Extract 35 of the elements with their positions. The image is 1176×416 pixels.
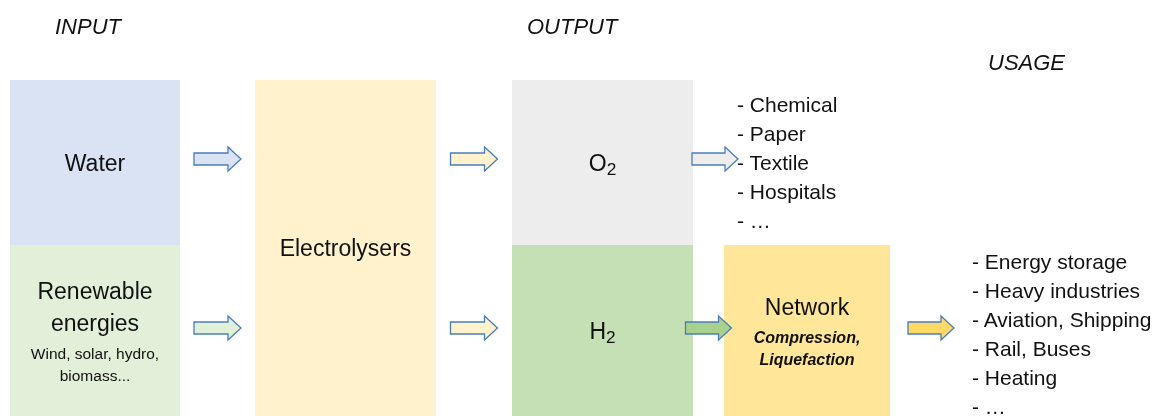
usage-item: - Chemical <box>737 92 838 118</box>
block-arrow <box>907 314 955 342</box>
column-heading: USAGE <box>988 49 1066 77</box>
output-box <box>512 245 693 416</box>
usage-item: - Textile <box>737 150 809 176</box>
usage-item: - Heating <box>972 365 1058 391</box>
node-title: O$_{2}$ <box>587 148 618 179</box>
node-title: Renewable energies <box>36 276 154 338</box>
node-title: Network <box>763 292 851 322</box>
column-heading: INPUT <box>55 13 121 41</box>
block-arrow <box>193 145 242 173</box>
input-box <box>10 80 180 245</box>
usage-item: - Heavy industries <box>972 278 1141 304</box>
node-subtitle: Wind, solar, hydro, biomass... <box>29 343 161 386</box>
output-box <box>512 80 693 245</box>
usage-item: - Rail, Buses <box>972 336 1092 362</box>
usage-item: - Paper <box>737 121 806 147</box>
node-title: Water <box>63 148 127 178</box>
usage-item: - Energy storage <box>972 249 1128 275</box>
node-subtitle: Compression, Liquefaction <box>752 327 862 370</box>
block-arrow <box>684 314 733 342</box>
input-box <box>10 245 180 416</box>
usage-item: - … <box>737 208 771 234</box>
network-box <box>724 245 890 416</box>
block-arrow <box>449 145 499 173</box>
block-arrow <box>449 314 499 342</box>
node-title: H$_{2}$ <box>588 316 617 347</box>
usage-item: - Hospitals <box>737 179 837 205</box>
usage-item: - Aviation, Shipping <box>972 307 1152 333</box>
block-arrow <box>193 314 242 342</box>
usage-item: - … <box>972 394 1006 416</box>
node-title: Electrolysers <box>278 234 413 263</box>
block-arrow <box>691 145 739 173</box>
process-box <box>255 80 436 416</box>
column-heading: OUTPUT <box>527 13 618 41</box>
